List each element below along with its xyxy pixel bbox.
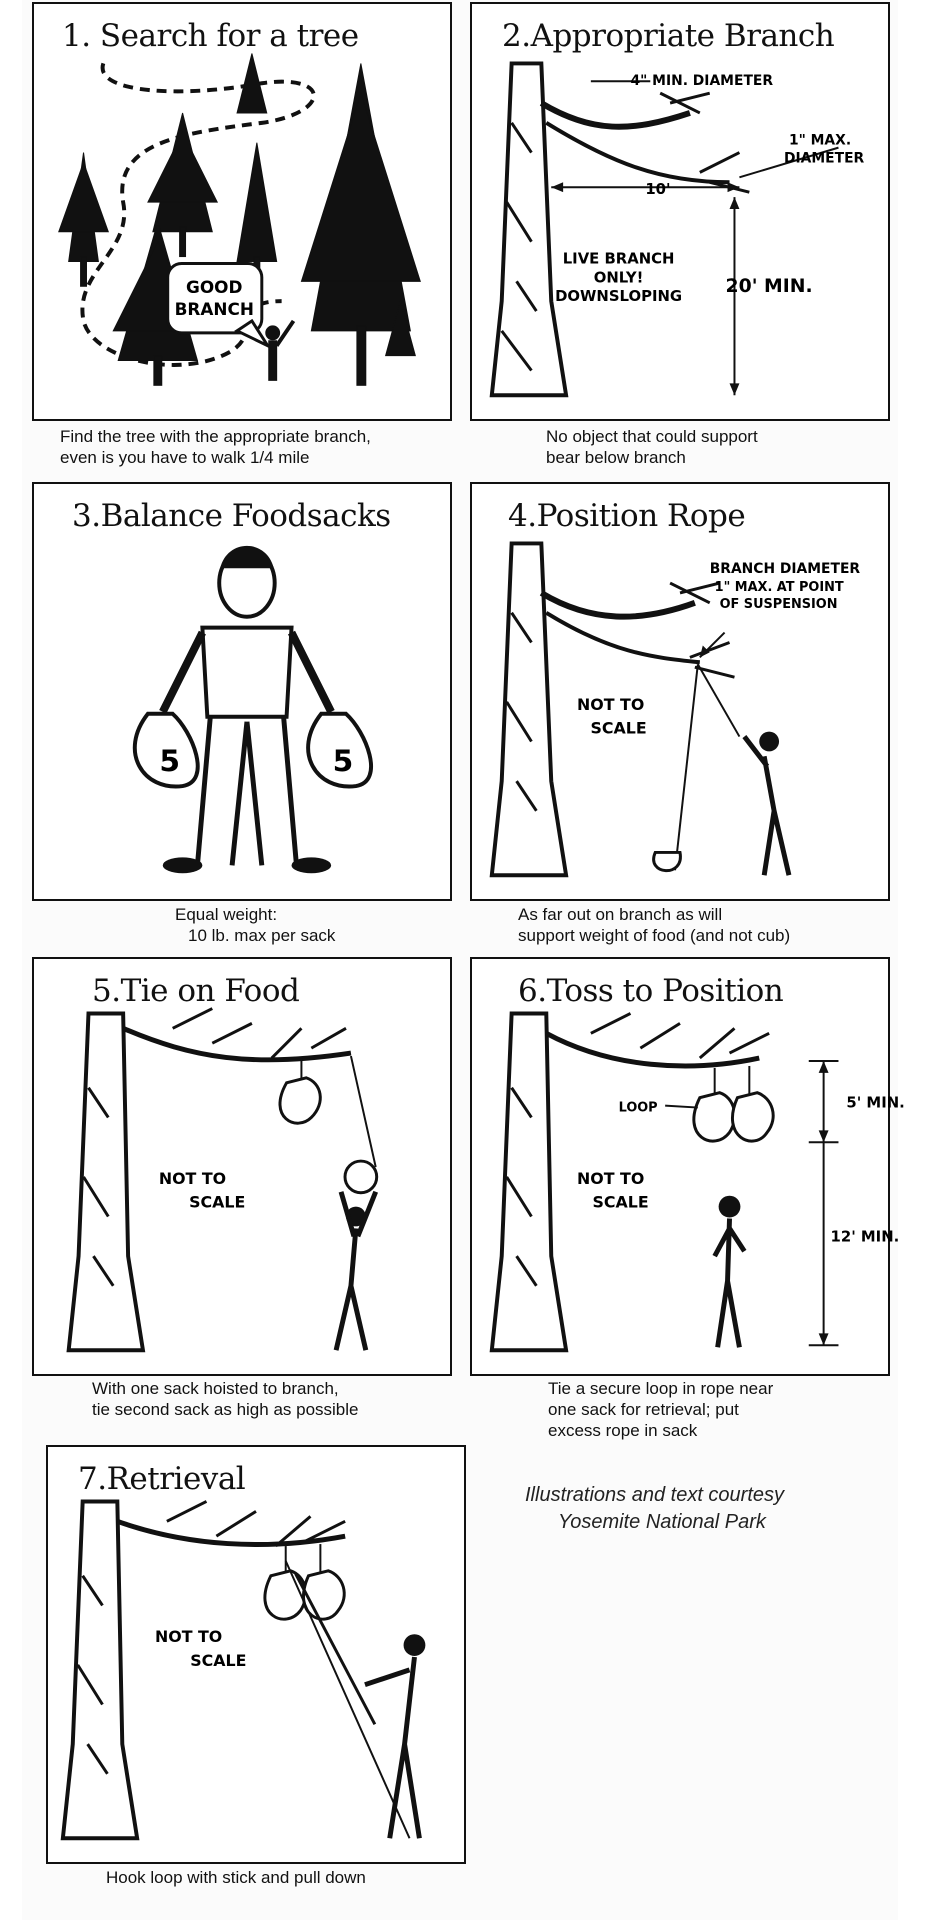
panel-5-tie-on-food: NOT TO SCALE 5.Tie on Food [32, 957, 452, 1376]
not-to-scale-label-2: SCALE [190, 1651, 246, 1670]
panel-5-title: 5.Tie on Food [92, 973, 300, 1009]
panel-4-caption-line-1: As far out on branch as will [518, 905, 723, 924]
panel-3-caption-line-1: Equal weight: [175, 905, 278, 924]
speech-good: GOOD [186, 277, 242, 297]
not-to-scale-label-2: SCALE [591, 719, 647, 738]
live-branch-label-3: DOWNSLOPING [555, 287, 682, 305]
not-to-scale-label-1: NOT TO [159, 1169, 226, 1188]
height-label: 20' MIN. [726, 276, 813, 297]
panel-4-caption-line-2: support weight of food (and not cub) [518, 926, 791, 945]
loop-label: LOOP [619, 1101, 658, 1116]
distance-label: 10' [645, 180, 670, 198]
not-to-scale-label-1: NOT TO [155, 1627, 222, 1646]
panel-3-caption-line-2: 10 lb. max per sack [188, 926, 336, 945]
panel-5-caption-line-2: tie second sack as high as possible [92, 1400, 359, 1419]
panel-4-title: 4.Position Rope [508, 498, 746, 534]
panel-7-caption-line-1: Hook loop with stick and pull down [106, 1868, 366, 1887]
tie-food-illustration: NOT TO SCALE [66, 1007, 379, 1353]
credit-line-2: Yosemite National Park [558, 1511, 766, 1533]
left-sack-weight: 5 [159, 744, 180, 779]
not-to-scale-label-2: SCALE [592, 1193, 648, 1212]
branch-diameter-label-2: 1" MAX. AT POINT [715, 580, 844, 595]
panel-3-balance-foodsacks: 5 5 3.Balance Foodsacks [32, 482, 452, 901]
panel-1-caption-line-1: Find the tree with the appropriate branc… [60, 427, 371, 446]
panel-1-search-tree: GOOD BRANCH 1. Search for a tree [32, 2, 452, 421]
live-branch-label-2: ONLY! [594, 268, 644, 286]
branch-diameter-label-1: BRANCH DIAMETER [710, 561, 861, 577]
panel-6-caption-line-1: Tie a secure loop in rope near [548, 1379, 774, 1398]
right-sack-weight: 5 [333, 744, 354, 779]
not-to-scale-label-1: NOT TO [577, 695, 644, 714]
panel-6-caption-line-2: one sack for retrieval; put [548, 1400, 739, 1419]
panel-6-caption-line-3: excess rope in sack [548, 1421, 698, 1440]
panel-2-title: 2.Appropriate Branch [502, 18, 835, 54]
panel-6-title: 6.Toss to Position [518, 973, 784, 1009]
panel-2-caption-line-2: bear below branch [546, 448, 686, 467]
retrieval-illustration: NOT TO SCALE [60, 1499, 426, 1841]
branch-diameter-label-3: OF SUSPENSION [720, 597, 838, 612]
not-to-scale-label-1: NOT TO [577, 1169, 644, 1188]
live-branch-label-1: LIVE BRANCH [563, 249, 675, 267]
not-to-scale-label-2: SCALE [189, 1193, 245, 1212]
panel-2-appropriate-branch: 4" MIN. DIAMETER 1" MAX. DIAMETER 10' 20… [470, 2, 890, 421]
speech-branch: BRANCH [175, 299, 254, 319]
branch-measurement-illustration: 4" MIN. DIAMETER 1" MAX. DIAMETER 10' 20… [489, 61, 865, 398]
toss-position-illustration: LOOP 5' MIN. 12' MIN. NOT TO SCALE [489, 1011, 905, 1353]
panel-6-toss-to-position: LOOP 5' MIN. 12' MIN. NOT TO SCALE 6.Tos… [470, 957, 905, 1376]
min-top-label: 5' MIN. [846, 1094, 904, 1112]
panel-1-caption-line-2: even is you have to walk 1/4 mile [60, 448, 310, 467]
panel-7-title: 7.Retrieval [78, 1461, 246, 1497]
panel-1-title: 1. Search for a tree [62, 18, 359, 54]
person-with-sacks-illustration: 5 5 [132, 545, 374, 874]
panel-2-caption-line-1: No object that could support [546, 427, 758, 446]
panel-4-position-rope: BRANCH DIAMETER 1" MAX. AT POINT OF SUSP… [470, 482, 890, 901]
min-bottom-label: 12' MIN. [831, 1227, 900, 1245]
min-diameter-label: 4" MIN. DIAMETER [630, 73, 773, 89]
panel-3-title: 3.Balance Foodsacks [72, 498, 391, 534]
panel-7-retrieval: NOT TO SCALE 7.Retrieval [46, 1445, 466, 1864]
max-diameter-label-1: 1" MAX. [789, 133, 851, 149]
panel-5-caption-line-1: With one sack hoisted to branch, [92, 1379, 339, 1398]
max-diameter-label-2: DIAMETER [784, 150, 865, 166]
credit-line-1: Illustrations and text courtesy [525, 1484, 785, 1506]
forest-illustration: GOOD BRANCH [58, 53, 421, 386]
rope-toss-illustration: BRANCH DIAMETER 1" MAX. AT POINT OF SUSP… [489, 541, 861, 878]
